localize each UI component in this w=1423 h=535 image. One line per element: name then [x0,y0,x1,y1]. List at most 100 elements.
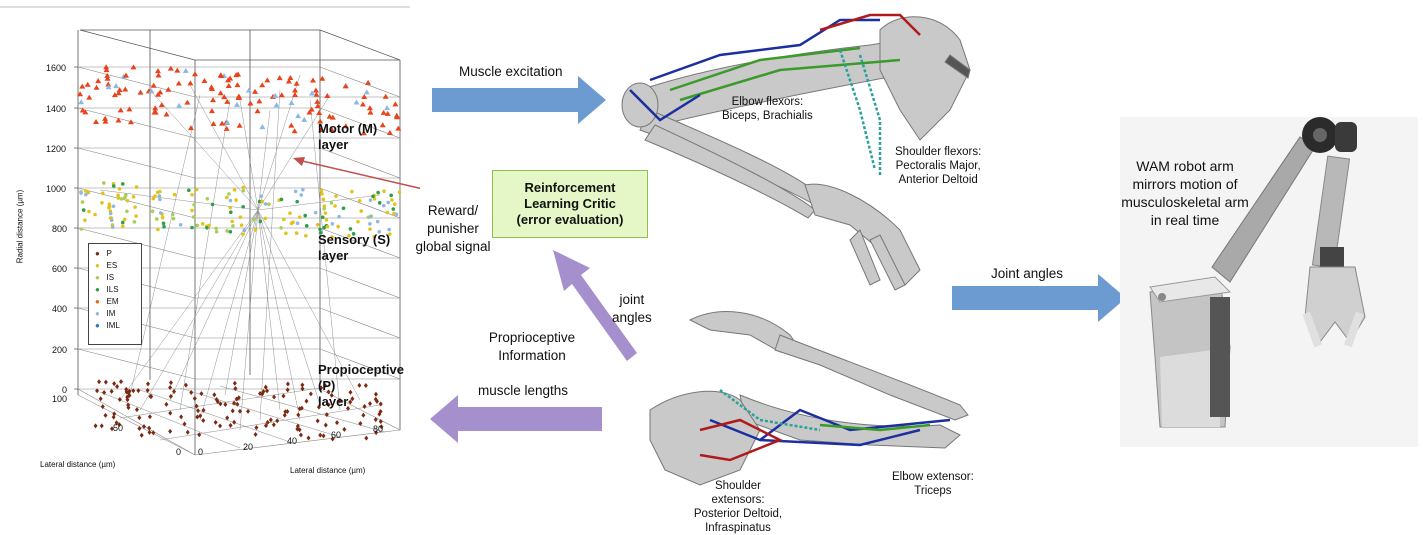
sensory-neuron-marker [230,220,234,224]
sensory-neuron-marker [356,220,360,224]
proprio-neuron-marker [229,423,233,428]
sensory-neuron-marker [324,211,328,215]
sensory-neuron-marker [296,221,300,225]
sensory-neuron-marker [159,211,163,215]
sensory-neuron-marker [254,228,258,232]
elbow-extensor-label: Elbow extensor:Triceps [892,470,974,498]
sensory-neuron-marker [108,205,112,209]
sensory-neuron-marker [171,213,175,217]
motor-neuron-marker [174,68,180,73]
sensory-neuron-marker [111,225,115,229]
sensory-neuron-marker [393,202,397,206]
motor-neuron-marker [259,82,265,87]
proprio-neuron-marker [299,433,303,438]
sensory-neuron-marker [376,220,380,224]
shoulder-extensors-label: Shoulder extensors:Posterior Deltoid,Inf… [688,479,788,535]
sensory-neuron-marker [322,198,326,202]
sensory-neuron-marker [214,227,218,231]
motor-neuron-marker [301,117,307,122]
muscle-lengths-arrow [430,395,602,443]
proprio-neuron-marker [172,389,176,394]
sensory-neuron-marker [79,191,83,195]
proprio-neuron-marker [193,396,197,401]
sensory-neuron-marker [382,204,386,208]
proprio-neuron-marker [148,414,152,419]
sensory-neuron-marker [284,231,288,235]
sensory-neuron-marker [391,207,395,211]
sensory-neuron-marker [123,218,127,222]
motor-neuron-marker [126,106,132,111]
proprio-neuron-marker [199,391,203,396]
y-tick-1200: 1200 [46,142,66,156]
motor-neuron-marker [277,75,283,80]
muscle-excitation-arrow [432,76,606,124]
proprio-neuron-marker [272,422,276,427]
motor-neuron-marker [310,78,316,83]
sensory-neuron-marker [121,224,125,228]
motor-neuron-marker [79,84,85,89]
sensory-neuron-marker [387,228,391,232]
sensory-neuron-marker [241,233,245,237]
legend-item-em: ● EM [95,296,141,308]
proprio-neuron-marker [232,420,236,425]
proprio-neuron-marker [364,436,368,441]
x-right-tick-0: 0 [198,447,203,457]
proprio-neuron-marker [183,422,187,427]
sensory-neuron-marker [398,190,402,194]
proprio-neuron-marker [97,379,101,384]
sensory-neuron-marker [358,199,362,203]
sensory-neuron-marker [173,193,177,197]
sensory-neuron-marker [371,195,375,199]
sensory-neuron-marker [369,215,373,219]
sensory-neuron-marker [290,222,294,226]
motor-neuron-marker [256,98,262,103]
motor-neuron-marker [381,110,387,115]
proprio-neuron-marker [233,386,237,391]
motor-neuron-marker [264,77,270,82]
motor-neuron-marker [224,126,230,131]
sensory-neuron-marker [158,198,162,202]
sensory-neuron-marker [172,217,176,221]
sensory-neuron-marker [233,188,237,192]
sensory-neuron-marker [288,211,292,215]
proprio-neuron-marker [100,423,104,428]
motor-neuron-marker [361,94,367,99]
motor-neuron-marker [209,108,215,113]
proprio-neuron-marker [231,408,235,413]
y-tick-200: 200 [52,343,67,357]
motor-neuron-marker [95,78,101,83]
y-tick-400: 400 [52,302,67,316]
proprio-neuron-marker [283,413,287,418]
sensory-neuron-marker [179,223,183,227]
sensory-neuron-marker [231,224,235,228]
motor-neuron-marker [164,111,170,116]
proprio-neuron-marker [179,414,183,419]
motor-neuron-marker [210,97,216,102]
motor-neuron-marker [176,103,182,108]
sensory-neuron-marker [133,220,137,224]
motor-neuron-marker [122,86,128,91]
legend-item-is: ● IS [95,272,141,284]
sensory-neuron-marker [190,226,194,230]
motor-neuron-marker [252,89,258,94]
sensory-neuron-marker [242,189,246,193]
motor-neuron-marker [292,87,298,92]
motor-neuron-marker [309,107,315,112]
proprio-neuron-marker [342,427,346,432]
sensory-neuron-marker [153,194,157,198]
plot-legend: ● P ● ES ● IS ● ILS ● EM ● IM ● IML [88,243,142,345]
motor-neuron-marker [246,88,252,93]
sensory-neuron-marker [118,187,122,191]
proprio-neuron-marker [304,399,308,404]
sensory-neuron-marker [132,195,136,199]
sensory-neuron-marker [195,224,199,228]
x-right-tick-20: 20 [243,442,253,452]
motor-neuron-marker [292,92,298,97]
sensory-neuron-marker [82,208,86,212]
sensory-neuron-marker [190,209,194,213]
motor-neuron-marker [176,81,182,86]
sensory-neuron-marker [187,188,191,192]
proprio-neuron-marker [335,420,339,425]
sensory-neuron-marker [320,189,324,193]
